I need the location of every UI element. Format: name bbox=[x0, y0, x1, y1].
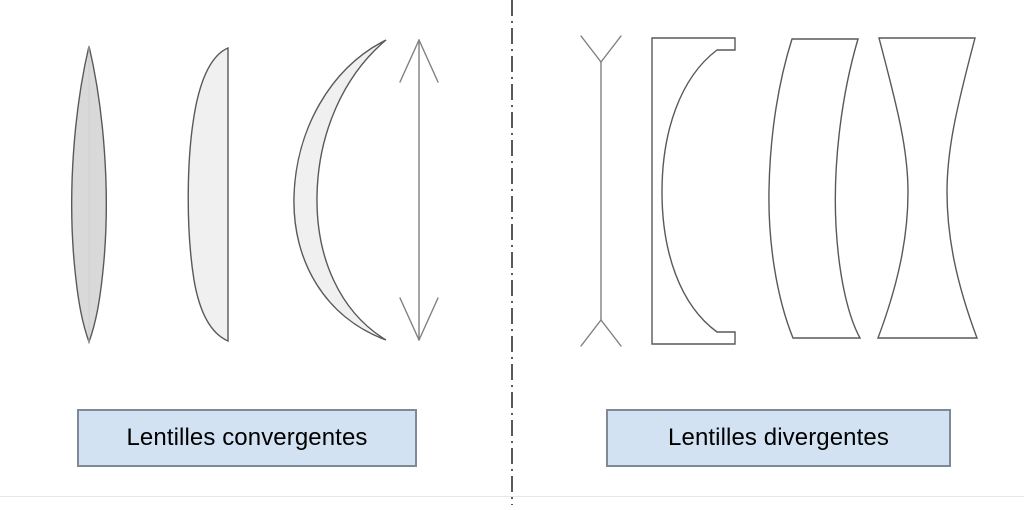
label-diverging-text: Lentilles divergentes bbox=[668, 423, 889, 451]
converging-lens-symbol bbox=[399, 39, 439, 341]
plano-convex-lens-body bbox=[187, 46, 229, 343]
concave-meniscus-lens bbox=[768, 38, 862, 339]
label-converging-text: Lentilles convergentes bbox=[126, 423, 368, 451]
convex-meniscus-lens bbox=[293, 39, 387, 341]
biconcave-lens-body bbox=[876, 37, 979, 339]
bottom-divider-rule bbox=[0, 496, 1024, 497]
biconvex-lens bbox=[71, 45, 107, 345]
symbol-arrowhead-top-left bbox=[580, 35, 602, 63]
label-box-converging[interactable]: Lentilles convergentes bbox=[77, 409, 417, 467]
symbol-arrowhead-top-left bbox=[399, 39, 420, 83]
diverging-lens-symbol bbox=[580, 35, 622, 347]
symbol-arrowhead-bottom-right bbox=[418, 297, 439, 341]
label-box-diverging[interactable]: Lentilles divergentes bbox=[606, 409, 951, 467]
symbol-arrowhead-bottom-right bbox=[600, 319, 622, 347]
plano-concave-lens-body bbox=[651, 37, 736, 345]
plano-concave-lens bbox=[651, 37, 736, 345]
symbol-arrowhead-top-right bbox=[600, 35, 622, 63]
symbol-arrowhead-bottom-left bbox=[399, 297, 420, 341]
plano-convex-lens bbox=[187, 46, 229, 343]
convex-meniscus-lens-body bbox=[293, 39, 387, 341]
concave-meniscus-lens-body bbox=[768, 38, 862, 339]
symbol-arrowhead-bottom-left bbox=[580, 319, 602, 347]
symbol-arrowhead-top-right bbox=[418, 39, 439, 83]
biconcave-lens bbox=[876, 37, 979, 339]
